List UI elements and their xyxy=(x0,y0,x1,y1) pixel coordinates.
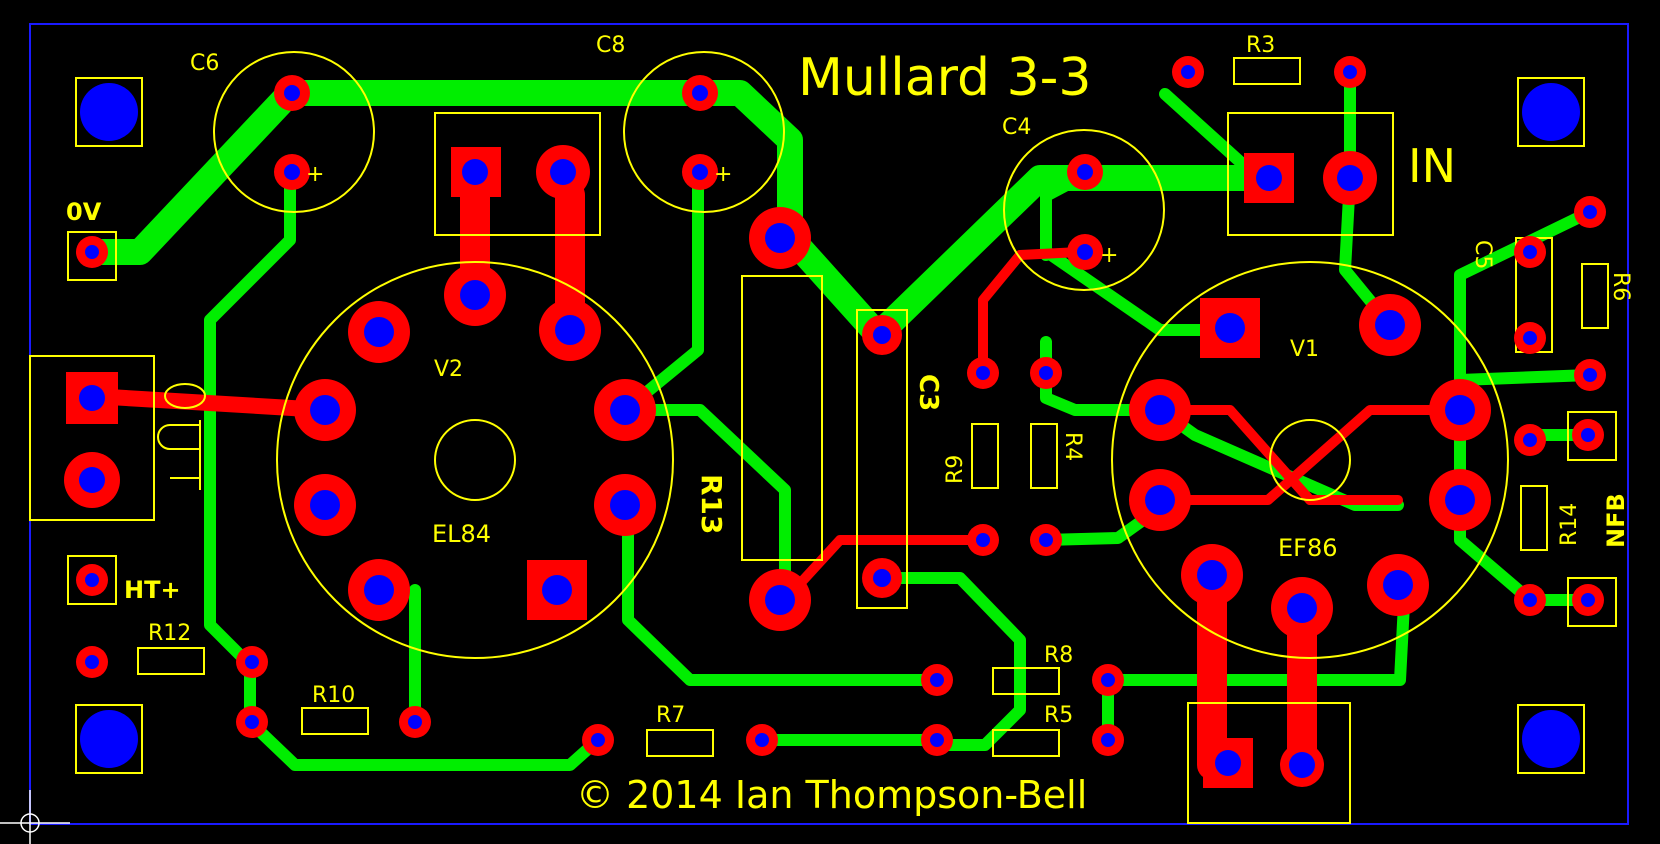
label-r3: R3 xyxy=(1246,33,1275,58)
label-r6: R6 xyxy=(1608,272,1633,301)
label-nfb: NFB xyxy=(1602,493,1630,548)
label-r14: R14 xyxy=(1557,503,1582,546)
label-ef86: EF86 xyxy=(1278,534,1338,562)
label-c4: C4 xyxy=(1002,115,1031,140)
label-c5: C5 xyxy=(1470,240,1495,269)
label-r13: R13 xyxy=(695,474,728,535)
mounting-hole xyxy=(1522,83,1580,141)
label-r8: R8 xyxy=(1044,643,1073,668)
label-plus-c6: + xyxy=(306,162,324,187)
label-plus-c4: + xyxy=(1100,243,1118,268)
copyright-text: © 2014 Ian Thompson-Bell xyxy=(576,773,1087,817)
label-r4: R4 xyxy=(1060,432,1085,461)
label-el84: EL84 xyxy=(432,520,491,548)
label-c6: C6 xyxy=(190,51,219,76)
label-ov: 0V xyxy=(66,198,102,226)
label-ht: HT+ xyxy=(124,576,181,604)
label-r5: R5 xyxy=(1044,703,1073,728)
label-r9: R9 xyxy=(943,455,968,484)
pad-drills xyxy=(79,65,1597,778)
label-r12: R12 xyxy=(148,621,191,646)
label-r7: R7 xyxy=(656,703,685,728)
mounting-hole xyxy=(1522,710,1580,768)
label-v2: V2 xyxy=(434,357,463,382)
label-r10: R10 xyxy=(312,683,355,708)
mounting-holes xyxy=(80,83,1580,768)
label-plus-c8: + xyxy=(714,162,732,187)
board-title: Mullard 3-3 xyxy=(798,48,1092,108)
label-c8: C8 xyxy=(596,33,625,58)
label-in: IN xyxy=(1408,139,1456,193)
label-c3: C3 xyxy=(913,374,943,411)
mounting-hole xyxy=(80,83,138,141)
silkscreen-outlines xyxy=(29,51,1617,824)
mounting-hole xyxy=(80,710,138,768)
silkscreen-text: Mullard 3-3 © 2014 Ian Thompson-Bell C6 … xyxy=(66,33,1633,817)
label-v1: V1 xyxy=(1290,337,1319,362)
origin-marker xyxy=(0,790,70,844)
